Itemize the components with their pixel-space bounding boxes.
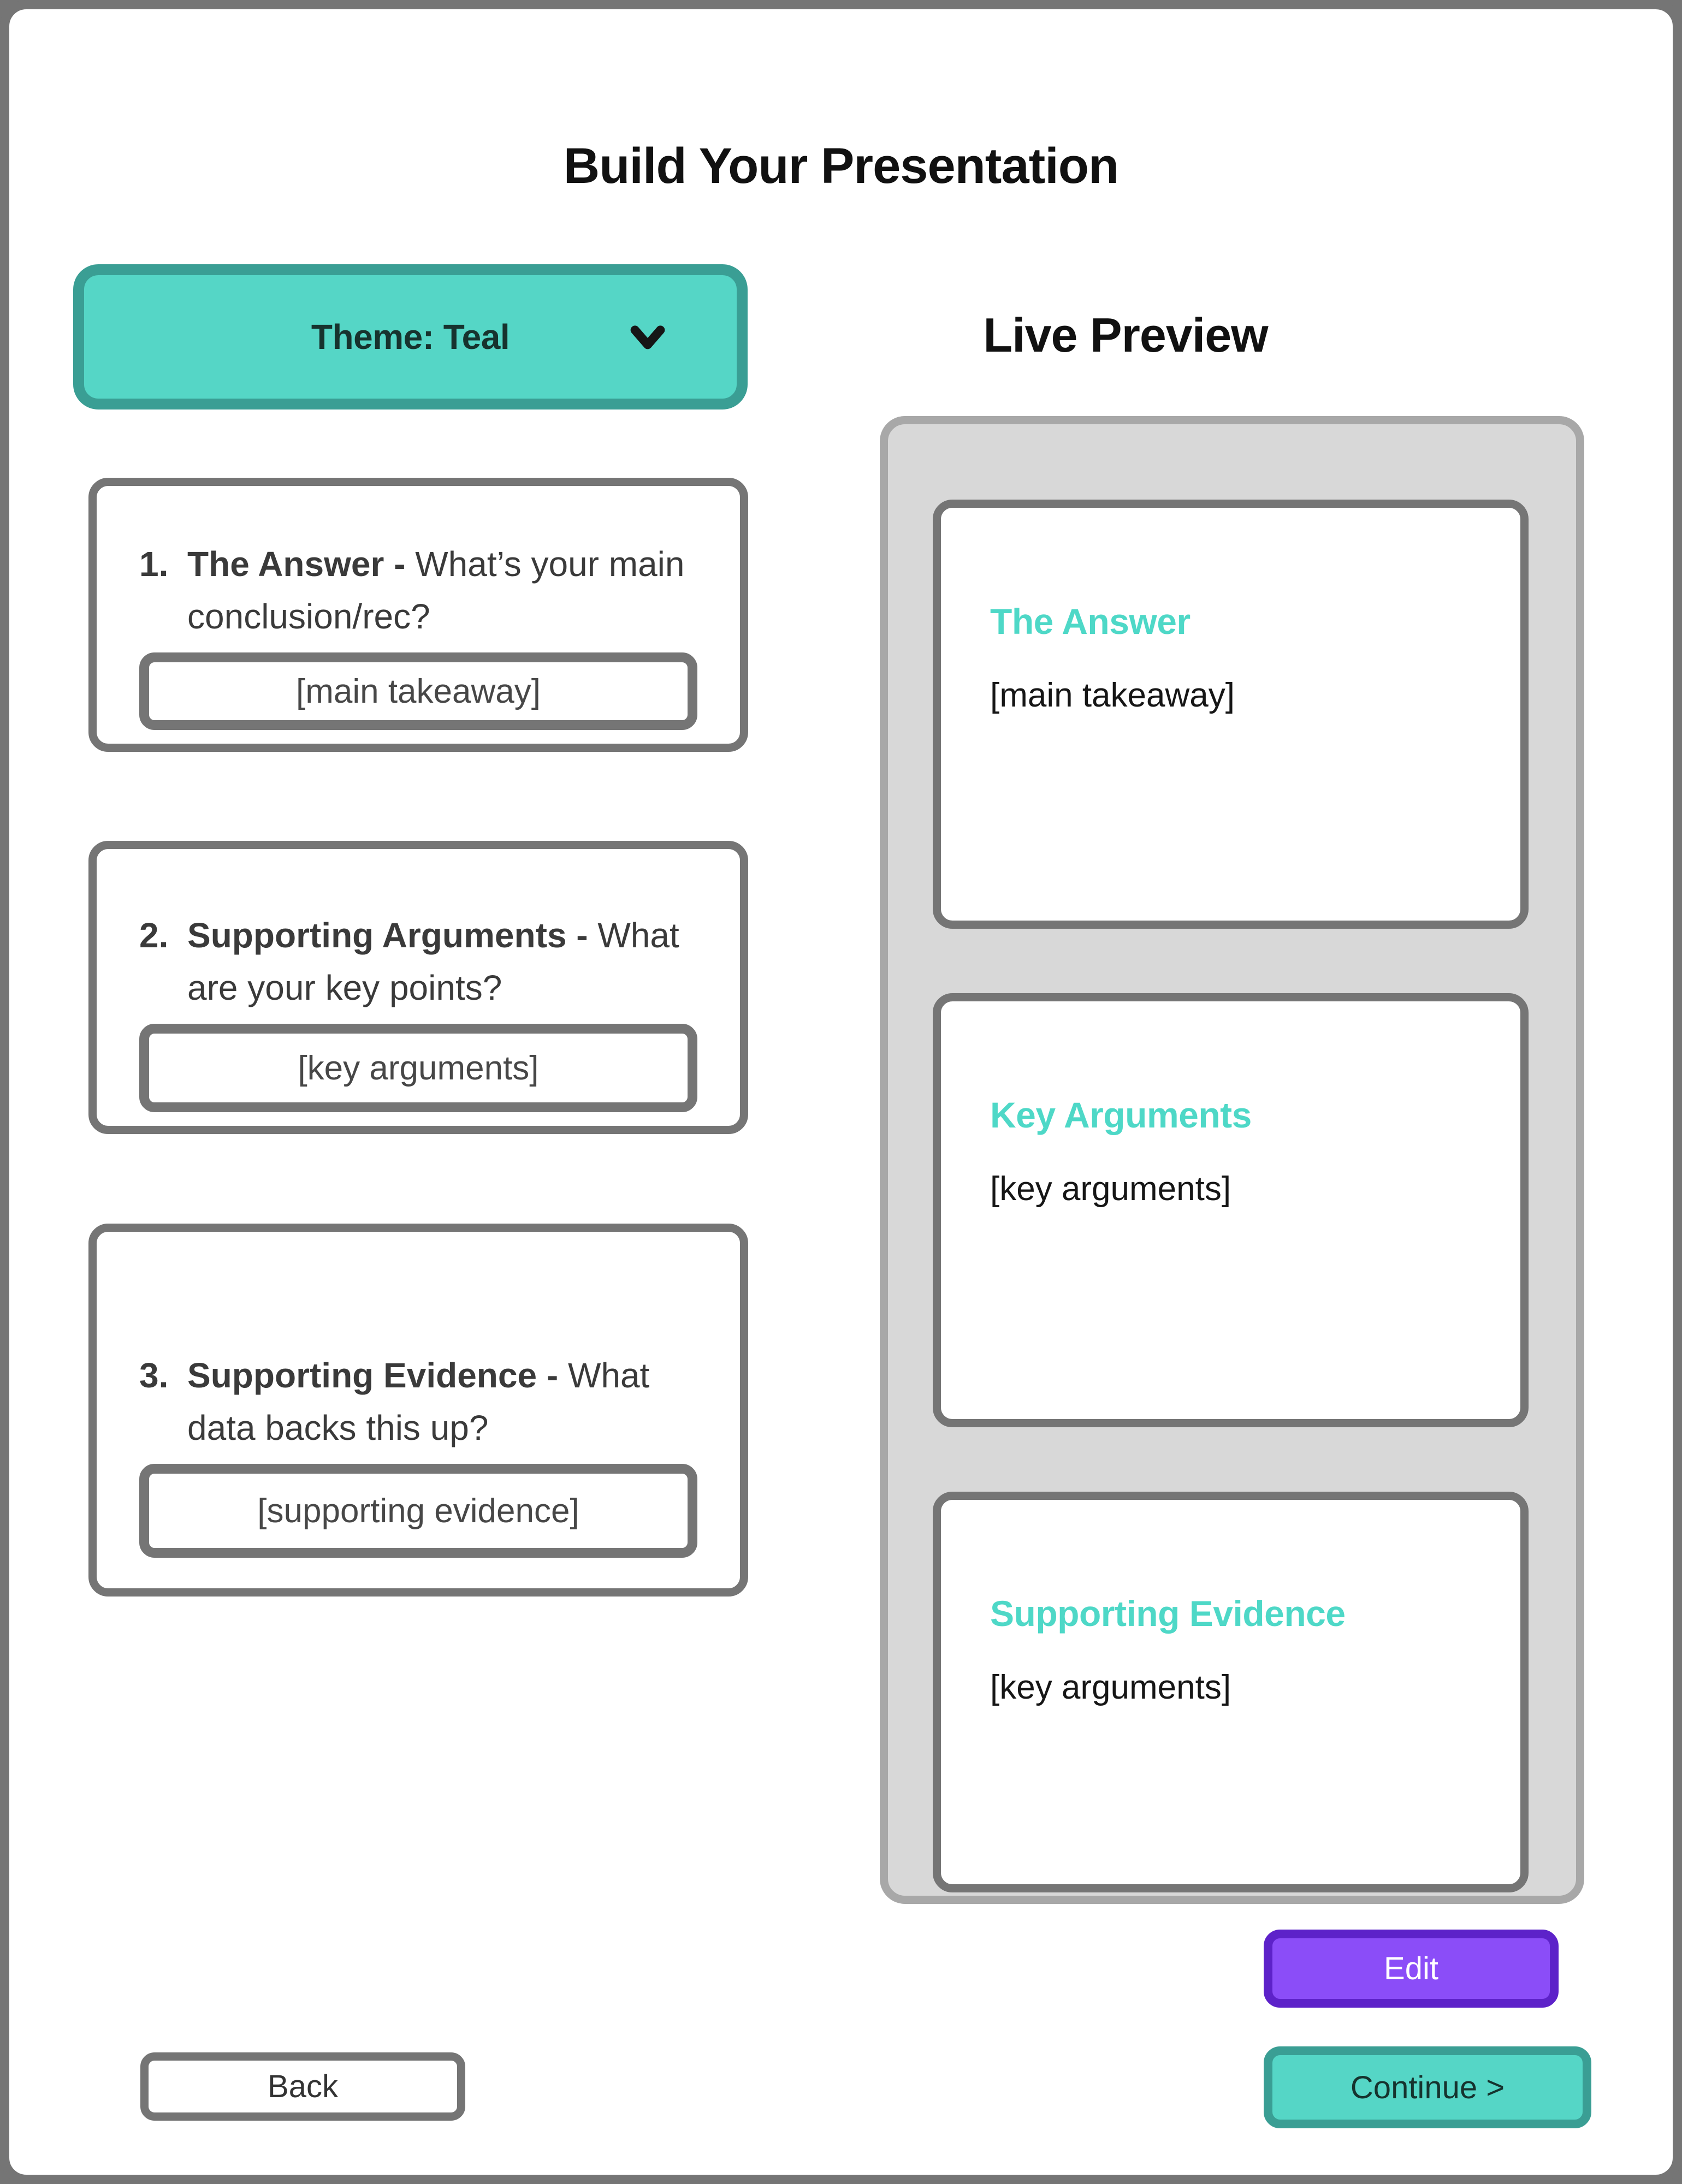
edit-button[interactable]: Edit	[1264, 1930, 1559, 2008]
slide-title: Supporting Evidence	[990, 1593, 1346, 1634]
main-takeaway-input[interactable]	[139, 652, 697, 730]
card-heading: Supporting Arguments -	[187, 916, 588, 955]
builder-card-arguments: 2. Supporting Arguments - What are your …	[88, 841, 748, 1134]
card-heading: The Answer -	[187, 544, 406, 584]
card-question-text: What data backs this up?	[187, 1356, 650, 1447]
card-question-text: What are your key points?	[187, 916, 679, 1007]
card-question: The Answer - What’s your main conclusion…	[187, 538, 697, 643]
slide-body: [key arguments]	[990, 1669, 1231, 1706]
builder-card-answer: 1. The Answer - What’s your main conclus…	[88, 478, 748, 752]
theme-selector-label: Theme: Teal	[311, 317, 510, 357]
card-prompt: 1. The Answer - What’s your main conclus…	[139, 538, 697, 643]
card-number: 3.	[139, 1356, 169, 1395]
preview-slide-evidence: Supporting Evidence [key arguments]	[933, 1492, 1529, 1892]
slide-body: [main takeaway]	[990, 676, 1235, 714]
builder-card-evidence: 3. Supporting Evidence - What data backs…	[88, 1224, 748, 1597]
card-prompt: 3. Supporting Evidence - What data backs…	[139, 1349, 697, 1454]
preview-slide-arguments: Key Arguments [key arguments]	[933, 993, 1529, 1427]
theme-selector-button[interactable]: Theme: Teal	[73, 264, 748, 410]
page-title: Build Your Presentation	[563, 138, 1119, 194]
key-arguments-input[interactable]	[139, 1024, 697, 1112]
card-number: 1.	[139, 544, 169, 584]
back-button[interactable]: Back	[140, 2052, 465, 2121]
card-question: Supporting Evidence - What data backs th…	[187, 1349, 697, 1454]
slide-title: The Answer	[990, 601, 1191, 642]
chevron-down-icon	[624, 313, 671, 360]
slide-body: [key arguments]	[990, 1170, 1231, 1208]
card-prompt: 2. Supporting Arguments - What are your …	[139, 909, 697, 1014]
preview-slide-answer: The Answer [main takeaway]	[933, 500, 1529, 929]
card-heading: Supporting Evidence -	[187, 1356, 559, 1395]
live-preview-heading: Live Preview	[983, 308, 1268, 362]
card-number: 2.	[139, 916, 169, 955]
card-question-text: What’s your main conclusion/rec?	[187, 544, 685, 636]
continue-button[interactable]: Continue >	[1264, 2046, 1591, 2128]
card-question: Supporting Arguments - What are your key…	[187, 909, 697, 1014]
supporting-evidence-input[interactable]	[139, 1464, 697, 1558]
slide-title: Key Arguments	[990, 1095, 1252, 1135]
live-preview-panel: The Answer [main takeaway] Key Arguments…	[880, 416, 1584, 1904]
